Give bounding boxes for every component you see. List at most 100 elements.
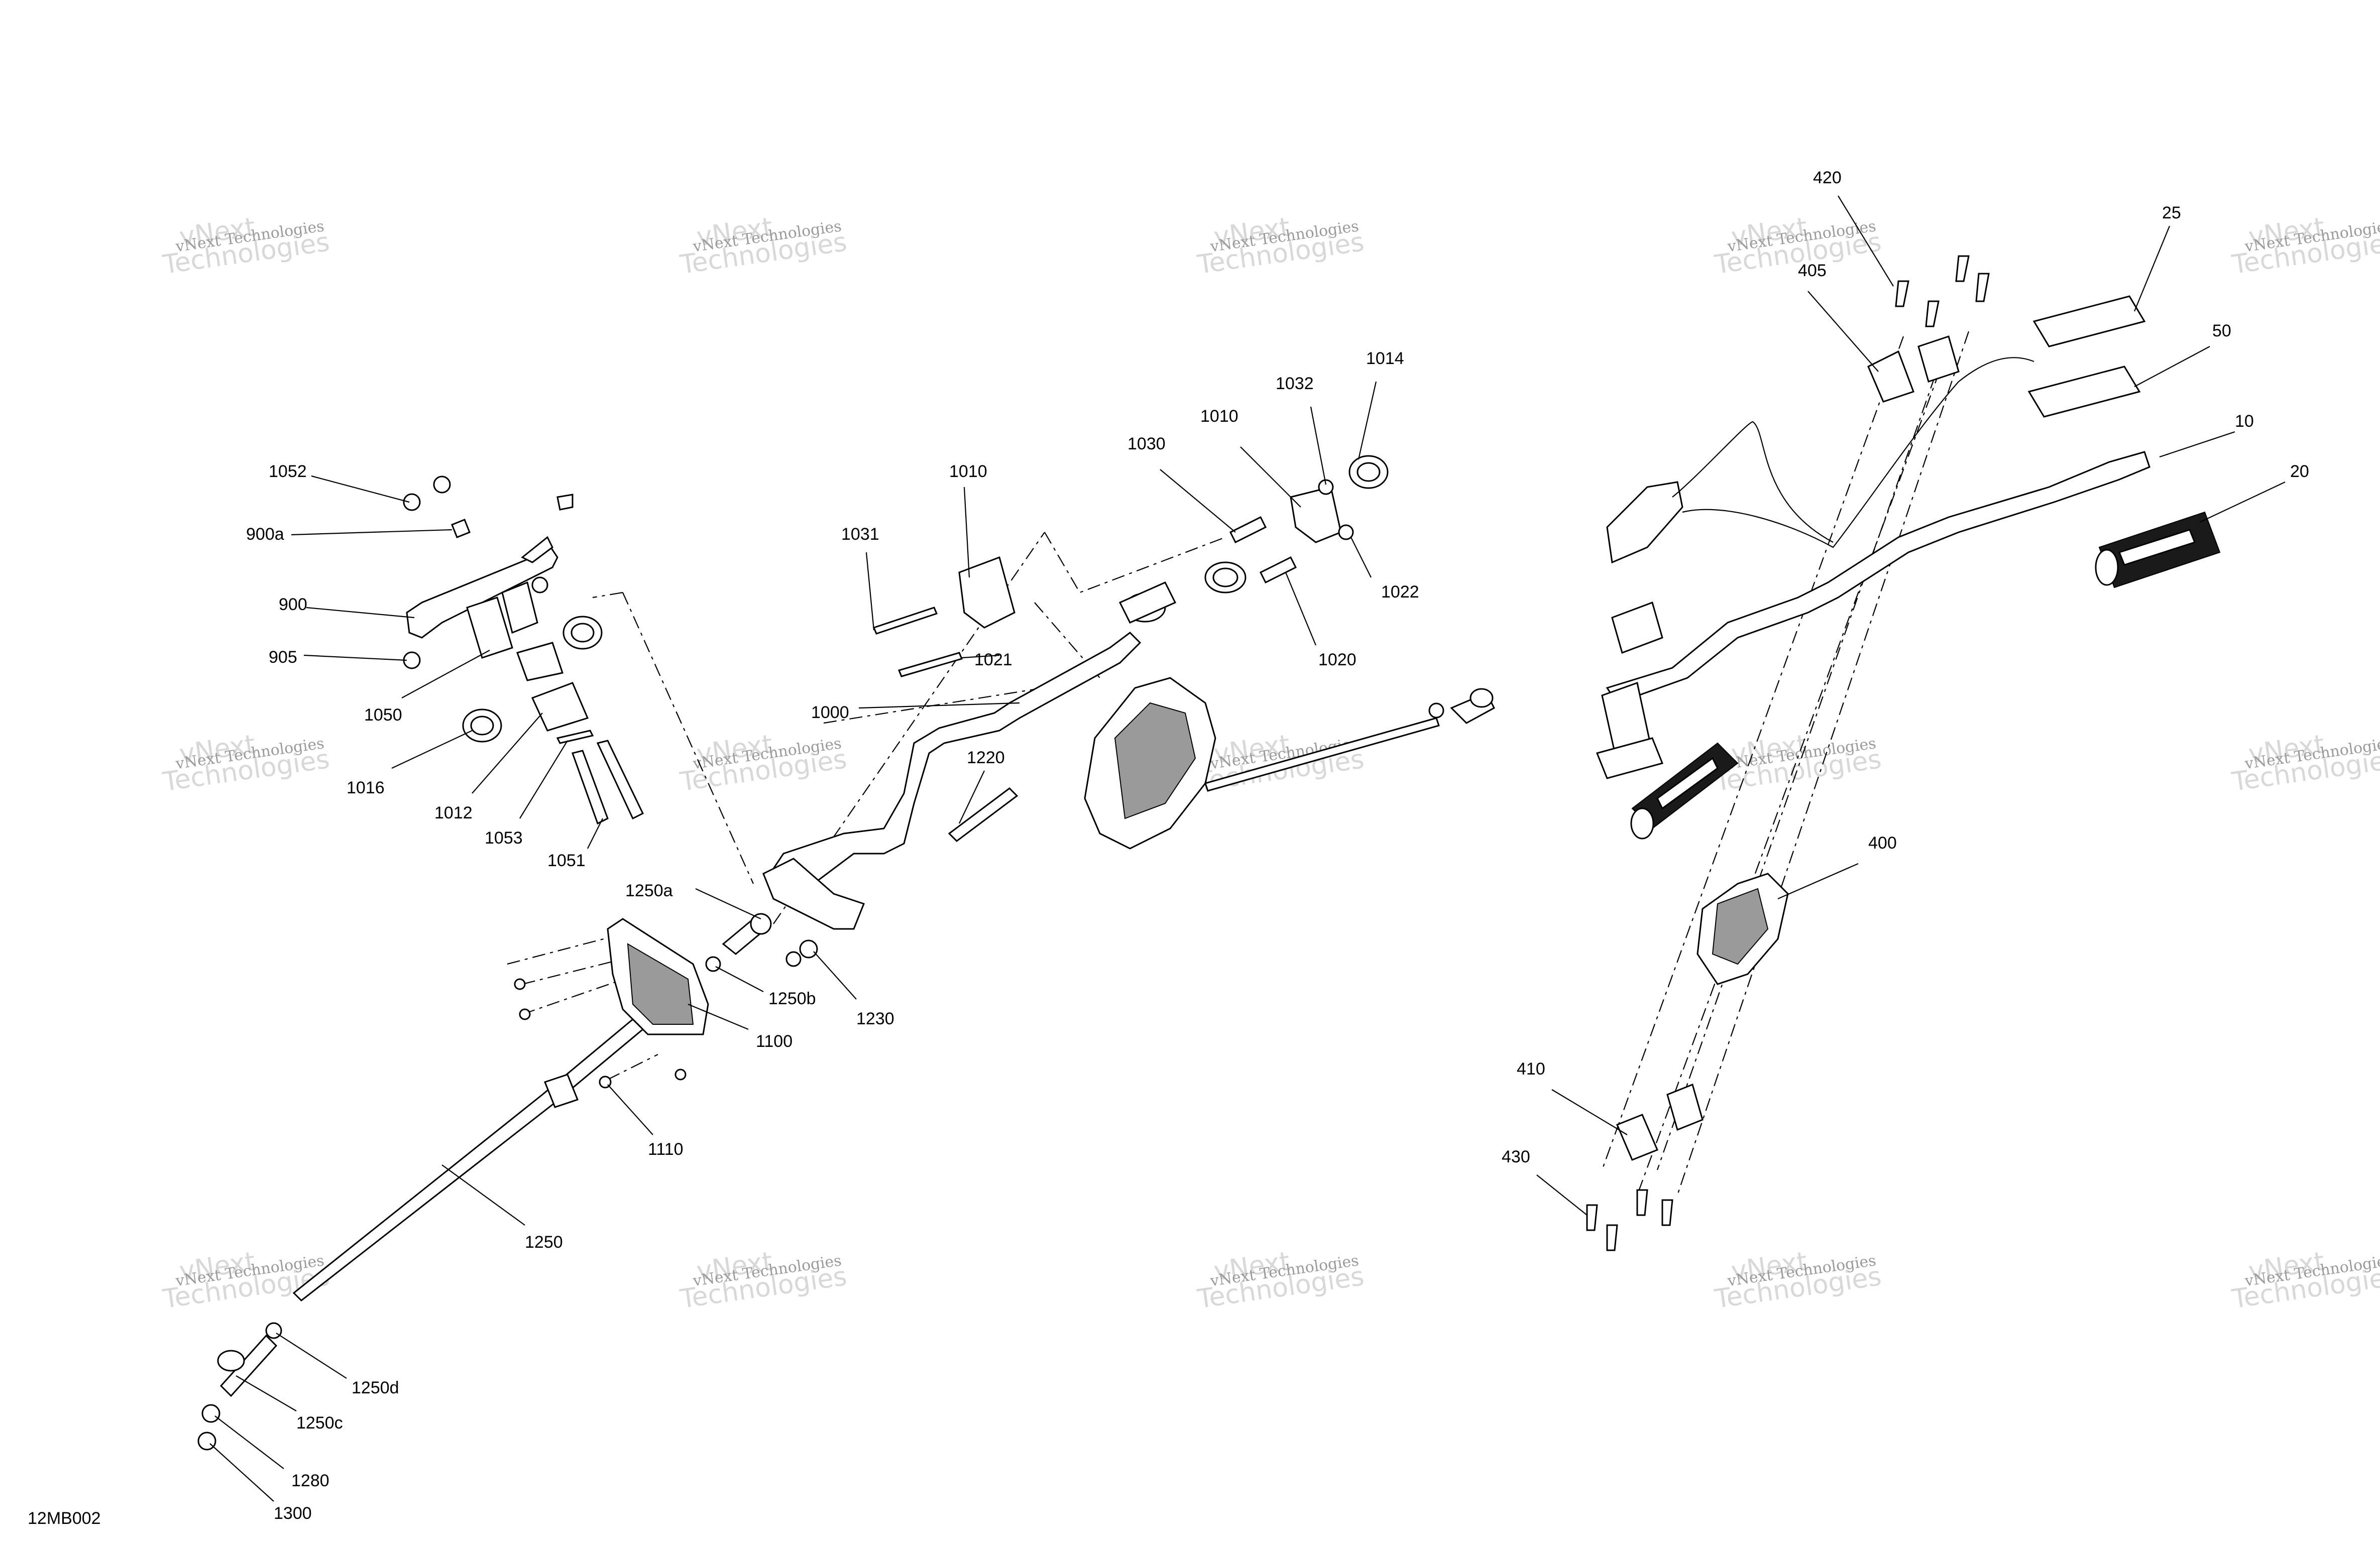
watermark: vNext vNext Technologies Technologies (1713, 729, 1883, 797)
callout-1012: 1012 (434, 803, 473, 822)
drag-link (1204, 717, 1440, 792)
drag-link-nut (1428, 702, 1444, 719)
callout-10: 10 (2235, 412, 2254, 431)
screw-900a-2 (556, 494, 574, 511)
leader-lines (209, 195, 2286, 1502)
rod-end-eye (217, 1350, 245, 1372)
washer-1230 (799, 939, 818, 959)
bolt-1021 (897, 652, 963, 677)
callout-1053: 1053 (485, 828, 523, 848)
callout-400: 400 (1868, 834, 1897, 853)
heated-grip-20-pattern (2118, 529, 2196, 566)
callout-1032: 1032 (1276, 374, 1314, 393)
bolt-1051b (596, 740, 644, 820)
nut-1052a (403, 493, 421, 511)
bolt-430a (1586, 1204, 1598, 1231)
rod-end-1250c (219, 1334, 278, 1397)
callout-1050: 1050 (364, 705, 402, 725)
callout-1250c: 1250c (296, 1413, 343, 1433)
washer-1230b (785, 951, 802, 967)
callouts: 10 20 25 50 400 405 420 410 430 1052 900… (28, 168, 2309, 1528)
callout-1280: 1280 (291, 1471, 329, 1490)
grip-cover-left (1611, 602, 1663, 654)
bar-plug-50 (2027, 366, 2141, 418)
cover-1100-detail (627, 943, 694, 1025)
callout-1016: 1016 (347, 778, 385, 797)
bolt-420c (1925, 300, 1940, 327)
callout-1010-right: 1010 (1200, 407, 1238, 426)
shim-1053 (556, 730, 594, 744)
callout-900: 900 (279, 595, 307, 614)
seal-1016a-inner (571, 623, 595, 643)
riser-400-detail (1712, 888, 1769, 965)
watermark: vNext vNext Technologies Technologies (2230, 212, 2380, 280)
callout-1020: 1020 (1318, 650, 1356, 669)
nut-1052b (433, 476, 451, 494)
center-cover-group (1084, 677, 1495, 850)
watermark: vNext vNext Technologies Technologies (678, 729, 849, 797)
steering-column-1000 (772, 632, 1142, 885)
heated-grip-left-pattern (1656, 757, 1719, 810)
screw-cover-c (674, 1069, 687, 1081)
clamp-405b (1917, 335, 1960, 383)
bar-end-grip (1596, 737, 1664, 779)
nut-1300 (197, 1432, 216, 1451)
callout-1250d: 1250d (352, 1378, 399, 1397)
callout-25: 25 (2162, 203, 2181, 222)
seal-1016-inner (470, 716, 494, 736)
watermark: vNext vNext Technologies Technologies (678, 212, 849, 280)
watermark: vNext vNext Technologies Technologies (2230, 1246, 2380, 1315)
callout-900a: 900a (246, 525, 284, 544)
callout-1052: 1052 (269, 462, 307, 481)
screw-900a (451, 519, 471, 538)
clamp-410 (1616, 1114, 1658, 1161)
watermark: vNext vNext Technologies Technologies (161, 729, 331, 797)
handlebar-10 (1606, 451, 2150, 704)
screw-cover-a (514, 978, 526, 990)
nut-905b (531, 576, 548, 594)
bar-plug-25 (2032, 295, 2146, 347)
bolt-1051a (572, 750, 609, 825)
callout-905: 905 (269, 648, 297, 667)
watermark: vNext vNext Technologies Technologies (678, 1246, 849, 1315)
watermark: vNext vNext Technologies Technologies (161, 212, 331, 280)
callout-410: 410 (1517, 1059, 1545, 1079)
ball-joint-1250a (750, 913, 772, 935)
callout-1220: 1220 (967, 748, 1005, 767)
tie-rod-sleeve (544, 1074, 579, 1108)
pin-1030 (1229, 516, 1267, 544)
handlebar-group (1586, 255, 2221, 1251)
bolt-1220 (948, 787, 1018, 842)
watermark: vNext vNext Technologies Technologies (2230, 729, 2380, 797)
callout-1014: 1014 (1366, 349, 1404, 368)
clamp-1050c (516, 642, 563, 681)
callout-405: 405 (1798, 261, 1827, 280)
clamp-1010-left (958, 556, 1015, 629)
callout-430: 430 (1502, 1147, 1530, 1166)
clamp-1050b (501, 581, 538, 634)
callout-1230: 1230 (856, 1009, 894, 1028)
watermark: vNext vNext Technologies Technologies (161, 1246, 331, 1315)
steering-arm (762, 858, 865, 930)
callout-1100: 1100 (756, 1032, 792, 1051)
tie-rod-1250 (292, 1018, 644, 1301)
bracket-900 (406, 541, 558, 639)
seal-1014-inner (1356, 462, 1381, 482)
callout-50: 50 (2212, 321, 2231, 340)
callout-1250a: 1250a (625, 881, 673, 900)
bolt-420a (1895, 280, 1909, 307)
watermark: vNext vNext Technologies Technologies (1713, 1246, 1883, 1315)
center-cover-detail (1114, 702, 1196, 819)
drag-link-eye (1469, 688, 1494, 708)
callout-1250: 1250 (525, 1233, 563, 1252)
callout-1021: 1021 (974, 650, 1012, 669)
bolt-420b (1955, 255, 1970, 282)
clamp-405 (1867, 350, 1914, 403)
clamp-1050 (466, 597, 513, 659)
bolt-420d (1975, 273, 1990, 302)
grip-end-left (1630, 807, 1654, 840)
watermark: vNext vNext Technologies Technologies (1195, 1246, 1366, 1315)
grip-end-right (2095, 549, 2119, 586)
callout-1030: 1030 (1127, 434, 1166, 453)
